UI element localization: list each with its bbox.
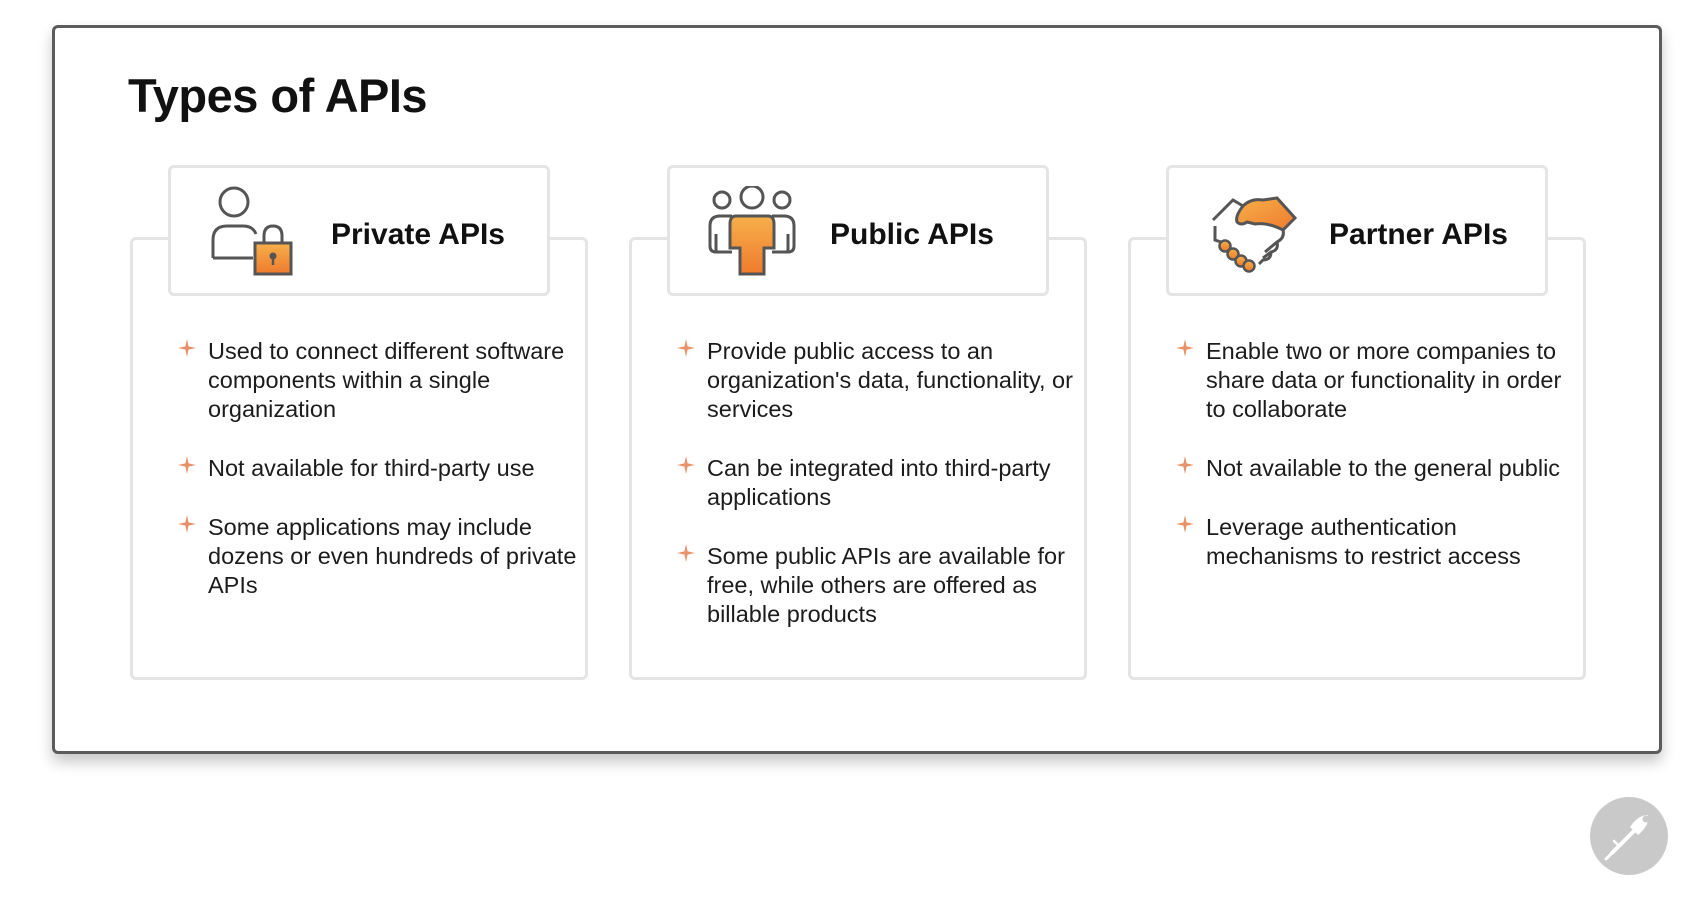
- sparkle-icon: [178, 515, 196, 533]
- card-title: Partner APIs: [1329, 218, 1508, 251]
- card-header-partner-apis: Partner APIs: [1166, 165, 1548, 296]
- sparkle-icon: [1176, 515, 1194, 533]
- bullet-text: Not available to the general public: [1206, 455, 1561, 481]
- card-title: Public APIs: [830, 218, 994, 251]
- sparkle-icon: [677, 339, 695, 357]
- list-item: Enable two or more companies to share da…: [1176, 337, 1576, 424]
- list-item: Not available for third-party use: [178, 454, 578, 483]
- handshake-icon: [1211, 196, 1298, 273]
- person-with-padlock-icon: [211, 186, 293, 276]
- card-partner-apis: Enable two or more companies to share da…: [1128, 237, 1586, 680]
- list-item: Leverage authentication mechanisms to re…: [1176, 513, 1576, 571]
- card-header-private-apis: Private APIs: [168, 165, 550, 296]
- bullet-text: Some public APIs are available for free,…: [707, 543, 1065, 627]
- bullet-text: Leverage authentication mechanisms to re…: [1206, 514, 1521, 569]
- sparkle-icon: [178, 339, 196, 357]
- group-of-people-icon: [708, 186, 796, 276]
- sparkle-icon: [1176, 339, 1194, 357]
- card-header-public-apis: Public APIs: [667, 165, 1049, 296]
- bullet-text: Not available for third-party use: [208, 455, 535, 481]
- sparkle-icon: [1176, 456, 1194, 474]
- list-item: Can be integrated into third-party appli…: [677, 454, 1077, 512]
- list-item: Some public APIs are available for free,…: [677, 542, 1077, 629]
- card-public-apis: Provide public access to an organization…: [629, 237, 1087, 680]
- list-item: Used to connect different software compo…: [178, 337, 578, 424]
- list-item: Provide public access to an organization…: [677, 337, 1077, 424]
- bullet-list: Enable two or more companies to share da…: [1176, 337, 1576, 601]
- sparkle-icon: [677, 456, 695, 474]
- page-title: Types of APIs: [128, 69, 428, 122]
- list-item: Not available to the general public: [1176, 454, 1576, 483]
- bullet-text: Provide public access to an organization…: [707, 338, 1073, 422]
- sparkle-icon: [178, 456, 196, 474]
- bullet-text: Enable two or more companies to share da…: [1206, 338, 1562, 422]
- bullet-text: Can be integrated into third-party appli…: [707, 455, 1051, 510]
- postman-logo-icon: [1590, 797, 1668, 875]
- bullet-text: Some applications may include dozens or …: [208, 514, 577, 598]
- card-title: Private APIs: [331, 218, 505, 251]
- bullet-list: Used to connect different software compo…: [178, 337, 578, 630]
- sparkle-icon: [677, 544, 695, 562]
- list-item: Some applications may include dozens or …: [178, 513, 578, 600]
- bullet-text: Used to connect different software compo…: [208, 338, 565, 422]
- bullet-list: Provide public access to an organization…: [677, 337, 1077, 659]
- card-private-apis: Used to connect different software compo…: [130, 237, 588, 680]
- rocket-icon: [1604, 815, 1650, 861]
